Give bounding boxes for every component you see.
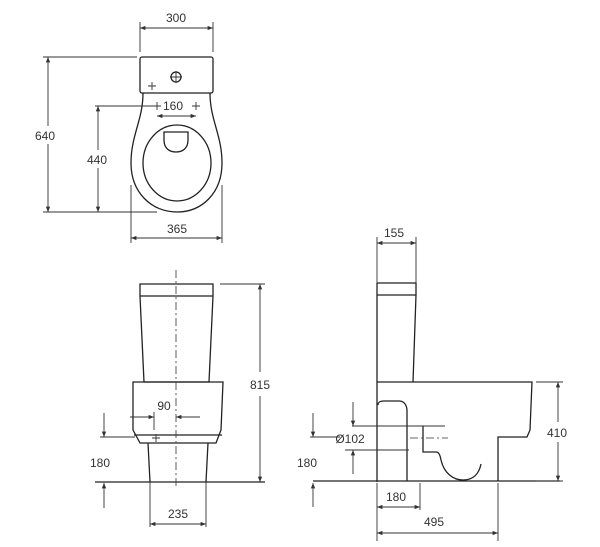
- fixing-mark: [148, 82, 156, 90]
- bowl-outline: [130, 92, 223, 213]
- flush-button-icon: [170, 71, 182, 83]
- front-bowl: [132, 381, 224, 444]
- seat-notch: [163, 131, 189, 153]
- front-pedestal: [147, 442, 209, 483]
- dim-outlet-diameter: Ø102: [335, 432, 365, 446]
- dim-90: 90: [157, 399, 171, 413]
- dim-495: 495: [424, 515, 444, 529]
- dim-440: 440: [87, 153, 107, 167]
- front-tank: [139, 283, 214, 383]
- top-view: 300 640 440 160 365: [35, 11, 223, 243]
- dim-640: 640: [35, 129, 55, 143]
- side-outlet: [422, 426, 482, 481]
- fixing-holes: [153, 102, 200, 110]
- side-trap: [377, 400, 408, 481]
- dim-815: 815: [250, 378, 270, 392]
- dim-300: 300: [166, 11, 186, 25]
- dim-180-bottom: 180: [386, 490, 406, 504]
- dim-410: 410: [547, 426, 567, 440]
- front-view: 815 90 180 235: [90, 270, 270, 527]
- dim-180-side: 180: [297, 456, 317, 470]
- dim-160: 160: [163, 99, 183, 113]
- dim-155: 155: [384, 226, 404, 240]
- side-view: 155 Ø102 180 410 180 495: [297, 226, 567, 541]
- dim-365: 365: [167, 222, 187, 236]
- dim-235: 235: [168, 507, 188, 521]
- dim-180-front: 180: [90, 456, 110, 470]
- bowl-inner: [142, 124, 212, 202]
- tank-outline: [139, 56, 214, 94]
- side-bowl: [377, 381, 533, 481]
